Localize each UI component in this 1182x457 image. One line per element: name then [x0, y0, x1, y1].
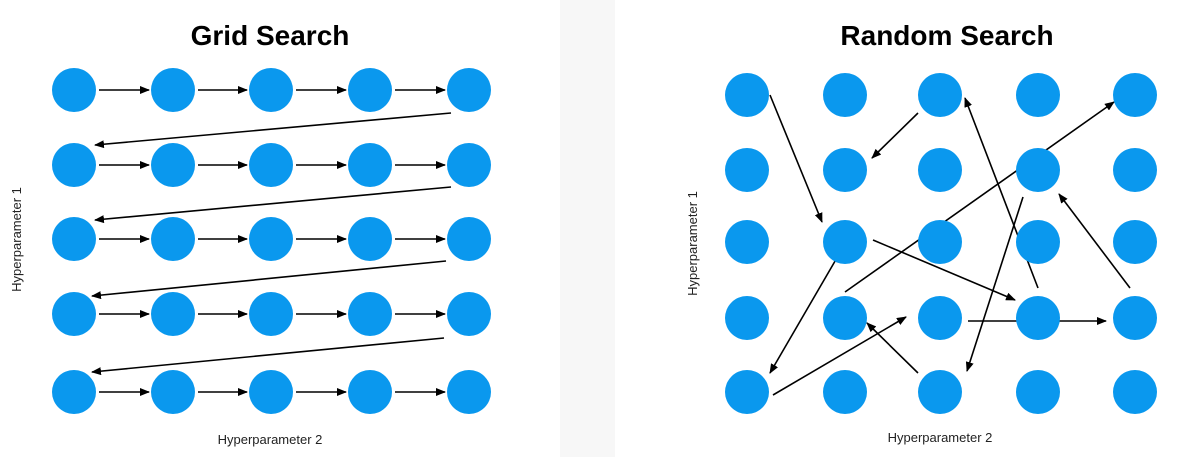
random-search-nodes [725, 73, 1157, 414]
random-node [1113, 73, 1157, 117]
random-node [725, 370, 769, 414]
grid-node [52, 370, 96, 414]
grid-search-ylabel: Hyperparameter 1 [8, 187, 24, 292]
random-node [823, 296, 867, 340]
random-node [725, 148, 769, 192]
random-node [1016, 220, 1060, 264]
random-arrow [866, 322, 919, 374]
random-arrow [872, 239, 1016, 301]
random-node [1016, 296, 1060, 340]
grid-node [249, 68, 293, 112]
random-arrow [1058, 193, 1131, 289]
grid-node [249, 217, 293, 261]
random-node [725, 73, 769, 117]
random-node [823, 220, 867, 264]
random-search-title: Random Search [840, 20, 1054, 51]
random-node [1016, 148, 1060, 192]
grid-node [447, 217, 491, 261]
random-node [918, 296, 962, 340]
grid-search-xlabel: Hyperparameter 2 [217, 432, 323, 447]
grid-node [447, 292, 491, 336]
random-arrow [772, 316, 907, 396]
random-node [1016, 370, 1060, 414]
grid-node [348, 68, 392, 112]
grid-node [447, 370, 491, 414]
grid-node [447, 68, 491, 112]
random-node [918, 220, 962, 264]
random-search-xlabel: Hyperparameter 2 [887, 430, 993, 445]
random-arrow [965, 196, 1024, 372]
random-node [725, 220, 769, 264]
random-node [725, 296, 769, 340]
grid-search-nodes [52, 68, 491, 414]
grid-return-arrow [94, 112, 452, 149]
random-arrow [769, 255, 839, 374]
grid-node [249, 143, 293, 187]
grid-node [348, 292, 392, 336]
grid-node [52, 217, 96, 261]
grid-return-arrow [91, 337, 445, 376]
grid-node [151, 143, 195, 187]
grid-node [151, 292, 195, 336]
random-search-ylabel: Hyperparameter 1 [684, 191, 700, 296]
grid-node [249, 292, 293, 336]
random-node [918, 148, 962, 192]
grid-return-arrow [94, 186, 452, 224]
grid-node [348, 370, 392, 414]
random-arrow [871, 112, 919, 159]
random-node [1113, 148, 1157, 192]
grid-return-arrow [91, 260, 447, 300]
random-node [823, 73, 867, 117]
random-node [1113, 220, 1157, 264]
random-arrow [844, 101, 1115, 293]
grid-node [249, 370, 293, 414]
random-node [918, 370, 962, 414]
random-node [823, 370, 867, 414]
random-node [1113, 296, 1157, 340]
grid-node [447, 143, 491, 187]
grid-node [348, 217, 392, 261]
random-node [1016, 73, 1060, 117]
random-arrow [769, 94, 823, 223]
grid-node [151, 217, 195, 261]
grid-search-arrows [91, 86, 452, 396]
grid-search-title: Grid Search [190, 20, 350, 51]
random-search-panel [615, 0, 1182, 457]
grid-node [348, 143, 392, 187]
random-node [918, 73, 962, 117]
grid-node [151, 370, 195, 414]
grid-node [52, 292, 96, 336]
random-node [823, 148, 867, 192]
grid-node [52, 143, 96, 187]
grid-node [52, 68, 96, 112]
grid-node [151, 68, 195, 112]
random-node [1113, 370, 1157, 414]
